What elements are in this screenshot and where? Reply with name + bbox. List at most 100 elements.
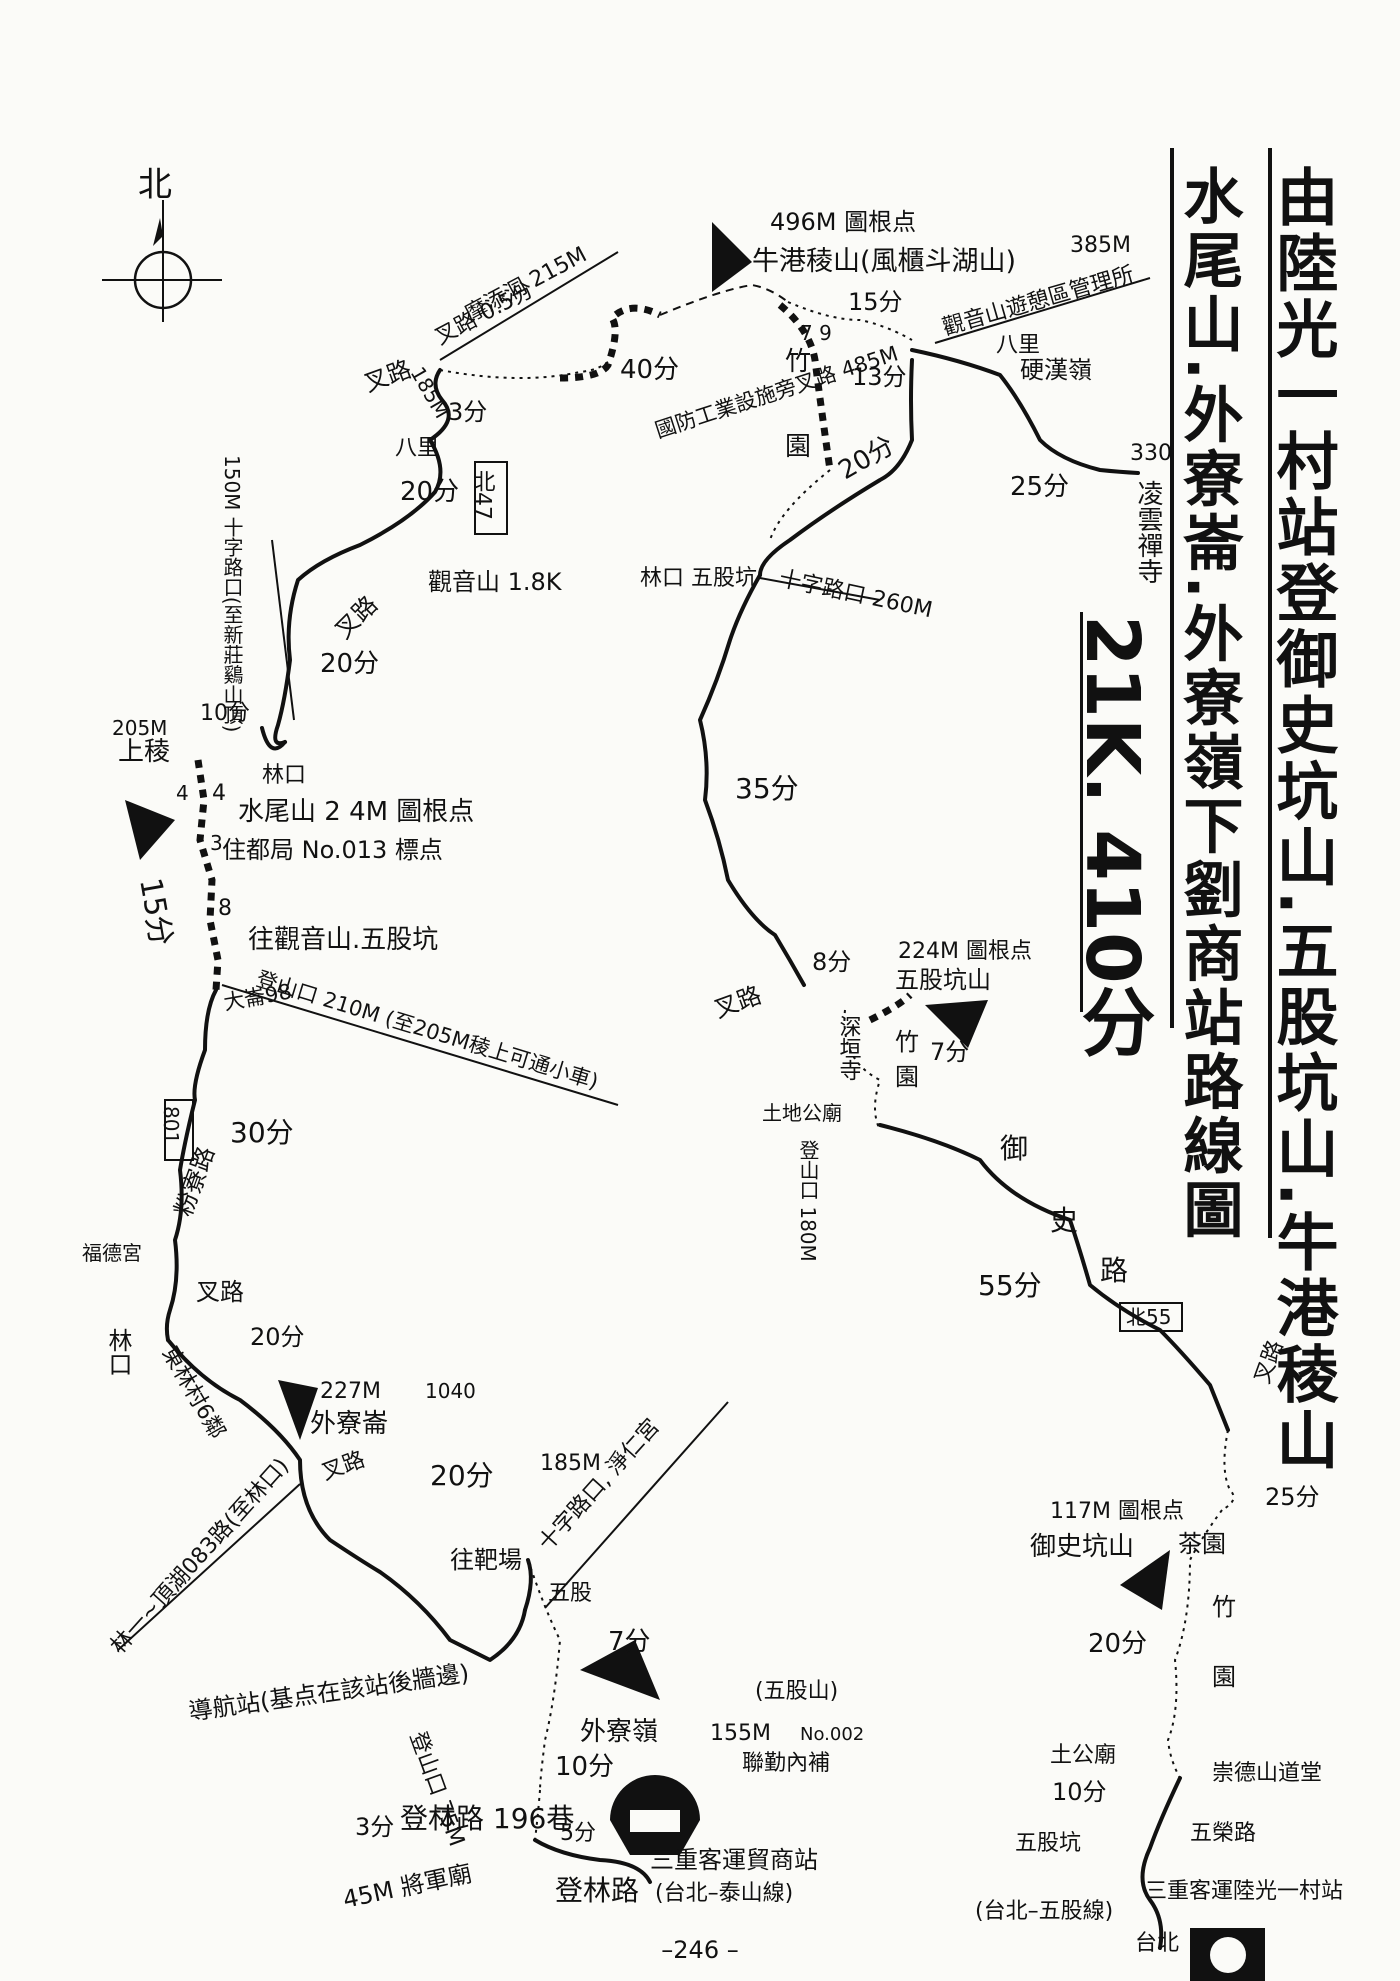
north-label: 北 <box>138 165 172 205</box>
label-t79: 7 9 <box>800 321 832 345</box>
label-lingyun-height: 330 <box>1130 441 1172 466</box>
label-wugushan-paren: (五股山) <box>755 1679 838 1704</box>
label-entrance-180: 登山口 180M <box>796 1140 820 1262</box>
label-wugu-road: 五股坑 <box>1015 1831 1081 1856</box>
label-t40min: 40分 <box>620 355 679 385</box>
trail-luguang <box>1140 1776 1182 1950</box>
labels-left-middle: 205M 上稜 10分 林口 水尾山 2 4M 圖根点 住都局 No.013 標… <box>82 701 601 1443</box>
label-fork-8: 叉路 <box>710 981 765 1024</box>
trail-niugang-east <box>787 301 913 341</box>
label-shuiwei-mark: 住都局 No.013 標点 <box>222 836 443 864</box>
label-t10min-b: 10分 <box>555 1752 614 1782</box>
label-t10min-r: 10分 <box>1052 1778 1107 1806</box>
trail-shuiwei <box>194 759 222 991</box>
summit-yushikeng-icon <box>1120 1550 1170 1610</box>
trail-linkou-bend <box>260 726 287 751</box>
trail-guanyin-left <box>273 438 443 746</box>
label-h155: 155M <box>710 1721 771 1746</box>
label-h224: 224M 圖根点 <box>898 939 1032 964</box>
trail-dongtai <box>166 1338 527 1662</box>
label-bamboo-r: 竹 <box>1212 1593 1236 1621</box>
label-wugu-b: 五股 <box>548 1581 592 1606</box>
title-block: 由陸光一村站登御史坑山.五股坑山.牛港稜山 水尾山.外寮崙.外寮嶺下劉商站路線圖… <box>1069 148 1340 1474</box>
label-h117: 117M 圖根点 <box>1050 1499 1184 1524</box>
label-entrance-210: 登山口 210M (至205M稜上可通小車) <box>254 967 602 1094</box>
label-t20min-b: 20分 <box>430 1459 494 1492</box>
label-fenliao-road: 粉寮路 <box>169 1143 220 1220</box>
label-to-guanyin-wugu: 往觀音山.五股坑 <box>248 925 438 955</box>
label-jiangjun-temple: 45M 將軍廟 <box>340 1859 474 1914</box>
label-tudigong-r: 土公廟 <box>1050 1743 1116 1768</box>
label-fork-guanyin: 叉路 <box>329 591 383 645</box>
trail-shenyuan <box>843 1009 882 1131</box>
label-yushikeng: 御史坑山 <box>1030 1532 1134 1562</box>
label-luguang-route: (台北–五股線) <box>975 1899 1113 1924</box>
label-denglin-road: 登林路 196巷 <box>400 1802 574 1835</box>
label-h227: 227M <box>320 1379 381 1404</box>
label-t15min-l: 15分 <box>132 875 178 948</box>
label-wailiaolun: 外寮崙 <box>310 1409 388 1439</box>
label-nav-station: 導航站(基点在該站後牆邊) <box>187 1659 471 1726</box>
bus-stop-sanchong-icon <box>610 1775 700 1855</box>
label-yushi-3: 路 <box>1100 1254 1128 1287</box>
summit-shuiwei-icon <box>125 800 175 860</box>
label-h185-b: 185M <box>540 1451 601 1476</box>
route-bei55: 北55 <box>1126 1305 1171 1329</box>
label-chongde-hall: 崇德山道堂 <box>1212 1761 1322 1786</box>
label-bamboo-mid2: 園 <box>895 1063 919 1091</box>
label-guanyin-height: 385M <box>1070 233 1131 258</box>
route-bei55-box <box>1119 1302 1183 1332</box>
label-h185-top: 185M <box>406 363 455 423</box>
label-shooting-range: 往靶場 <box>450 1546 522 1574</box>
label-t20min-l2: 20分 <box>320 649 379 679</box>
label-t3min-top: 3分 <box>448 398 487 426</box>
label-fork-05: 叉路 0.5分 <box>431 278 538 351</box>
trail-wugukeng-up <box>868 992 913 1024</box>
label-lake-road: 林一~頂湖083路(至林口) <box>106 1454 294 1659</box>
trail-40min <box>559 304 662 382</box>
labels-top: 496M 圖根点 牛港稜山(風櫃斗湖山) 385M 觀音山遊憩區管理所 八里 硬… <box>220 208 1172 805</box>
label-linkou-small: 林口 <box>262 763 306 788</box>
label-t30min: 30分 <box>230 1116 294 1149</box>
label-t25min-r: 25分 <box>1265 1483 1320 1511</box>
label-shuiwei-summit: 水尾山 2 4M 圖根点 <box>238 797 474 827</box>
map-subtitle: 水尾山.外寮崙.外寮嶺下劉商站路線圖 <box>1173 165 1244 1243</box>
label-seq-4b: 4 <box>176 781 189 805</box>
label-guotai-mine: 硬漢嶺 <box>1020 356 1092 384</box>
label-crossroad-260: 十字路口 260M <box>777 566 935 623</box>
label-h205-upper: 205M <box>112 716 167 740</box>
trail-wugukeng <box>698 573 806 987</box>
trail-guanyin-top <box>428 368 451 442</box>
label-joint-service: 聯勤內補 <box>742 1751 830 1776</box>
labels-right: 224M 圖根点 五股坑山 8分 叉路 深垣寺 竹 園 7分 土地公廟 登山口 … <box>710 939 1343 1956</box>
trail-network <box>117 251 1235 1950</box>
label-yushi-2: 史 <box>1050 1204 1078 1237</box>
label-bamboo-top2: 園 <box>785 432 811 462</box>
label-crossroad-150: 150M 十字路口(至新莊鷄山頂) <box>220 455 244 732</box>
summit-niugang-icon <box>712 222 752 292</box>
trail-denglin <box>533 1838 652 1884</box>
label-tea-garden: 茶園 <box>1178 1530 1226 1558</box>
label-niugang-name: 牛港稜山(風櫃斗湖山) <box>752 246 1016 277</box>
trail-bamboo-top <box>769 469 831 541</box>
label-t3min-b: 3分 <box>355 1813 394 1841</box>
trail-to-wugu <box>523 1558 533 1612</box>
label-bamboo-r2: 園 <box>1212 1663 1236 1691</box>
page-number: –246 – <box>661 1936 738 1964</box>
trail-niugang <box>659 283 789 316</box>
label-luguang-station: 三重客運陸光一村站 <box>1145 1879 1343 1904</box>
trail-guanyin-east <box>910 348 1140 475</box>
map-summary: 21K. 410分 <box>1069 615 1155 1058</box>
label-h227-mark: 1040 <box>425 1379 476 1403</box>
label-linkou-left: 林口 <box>104 1328 132 1376</box>
label-seq-8: 8 <box>218 896 232 921</box>
label-guanyin18: 觀音山 1.8K <box>428 568 563 596</box>
label-sanchong-station: 三重客運貿商站 <box>650 1846 818 1874</box>
summit-wugukeng-icon <box>925 1000 988 1048</box>
trail-tea <box>1166 1509 1223 1779</box>
summit-markers <box>125 222 1170 1700</box>
label-shenyuan-temple: 深垣寺 <box>836 1015 862 1081</box>
label-no002: No.002 <box>800 1724 864 1745</box>
label-upper-ridge: 上稜 <box>118 737 170 767</box>
